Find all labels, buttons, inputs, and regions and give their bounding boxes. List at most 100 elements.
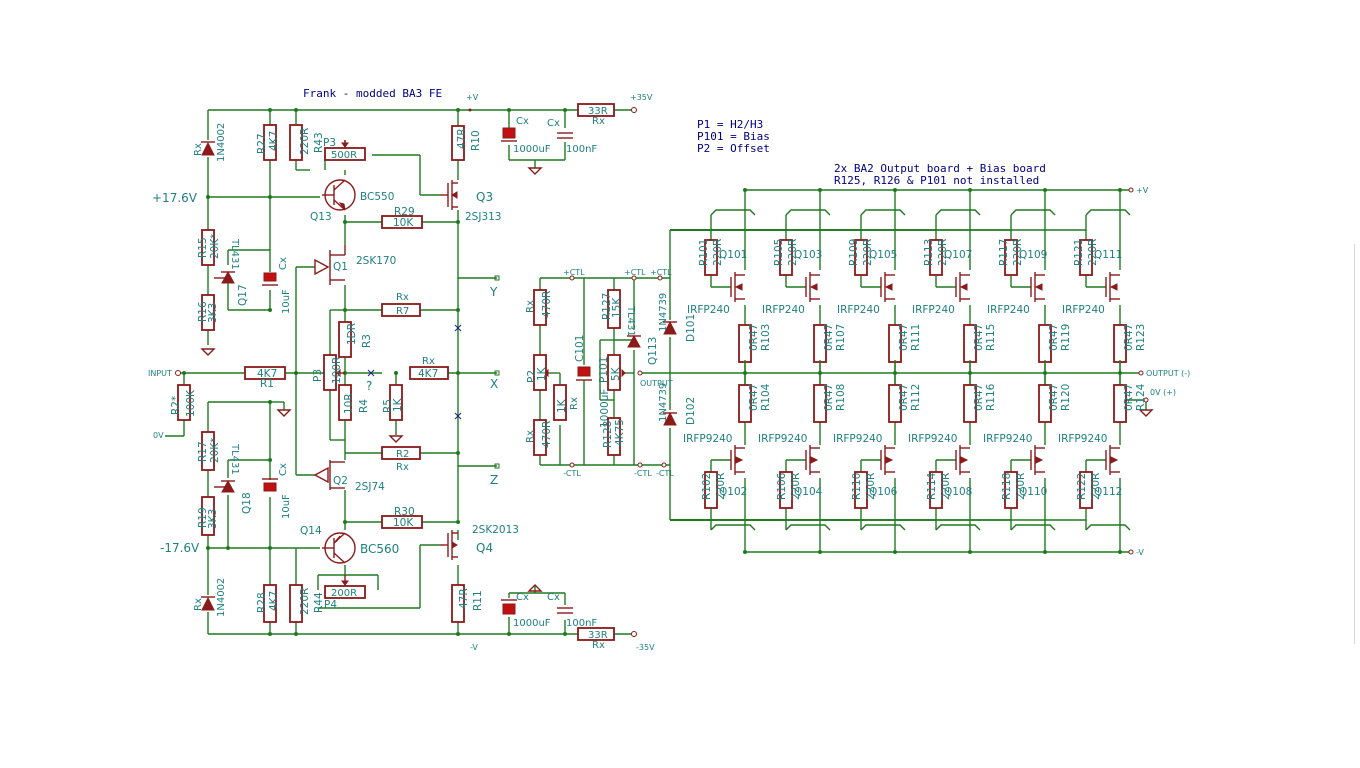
gate-resistor-ref: R110 — [851, 473, 863, 500]
junction-dot — [1118, 550, 1122, 554]
resistor-r11: 47R R11 — [451, 584, 484, 623]
gate-resistor-val: 220R — [937, 239, 949, 266]
resistor-r15: R15 20K* — [197, 229, 221, 266]
cx6-ref: Cx — [547, 592, 560, 603]
source-resistor-val: 0R47 — [973, 324, 985, 351]
scrollbar-edge[interactable] — [1354, 244, 1355, 644]
bias-diode-d101: 1N4739 D101 — [658, 293, 697, 342]
q3-val: 2SJ313 — [465, 211, 501, 223]
bias-rx-470r-bottom: Rx 470R — [525, 419, 553, 456]
gate-resistor — [854, 239, 868, 276]
note-p1: P1 = H2/H3 — [697, 118, 763, 131]
net-ctl-minus-3: -CTL — [656, 469, 674, 478]
cx6-val: 100nF — [566, 618, 597, 629]
source-resistor — [963, 384, 977, 423]
junction-dot — [1043, 371, 1047, 375]
net-ctl-plus-1: +CTL — [563, 268, 585, 277]
cx1-val: 1000uF — [513, 144, 551, 155]
bias-rxb-ref: Rx — [525, 430, 536, 443]
bias-rxc-ref: Rx — [569, 397, 580, 410]
p3-top-val: 500R — [331, 150, 357, 161]
net-ctl-minus-1: -CTL — [563, 469, 581, 478]
diode-top-val: 1N4002 — [216, 123, 227, 162]
mosfet-ref: Q105 — [869, 249, 897, 261]
source-resistor-val: 0R47 — [1123, 384, 1135, 411]
diode-bot-val: 1N4002 — [216, 578, 227, 617]
resistor-r17: R17 20K* — [197, 431, 221, 471]
mosfet-ref: Q101 — [719, 249, 747, 261]
junction-dot — [893, 371, 897, 375]
r30-ref: R30 — [394, 506, 415, 518]
capacitor-cx-1000uf-bottom: Cx 1000uF — [501, 592, 551, 629]
cx4-ref: Cx — [278, 463, 289, 476]
d101-ref: D101 — [685, 314, 697, 342]
q18-val: TL431 — [229, 443, 240, 475]
net-v-plus-out: +V — [1136, 186, 1149, 195]
junction-dot — [1118, 371, 1122, 375]
mosfet-val: IRFP9240 — [833, 433, 883, 445]
r7-val: Rx — [396, 292, 409, 303]
gate-resistor-val: 220R — [715, 473, 727, 500]
source-resistor-ref: R108 — [835, 384, 847, 411]
front-end-net-labels: +V +35V +17.6V -17.6V INPUT 0V Y X Z ? -… — [148, 93, 655, 652]
net-35v-minus: -35V — [636, 643, 655, 652]
junction-dot — [743, 188, 747, 192]
net-17v6-minus: -17.6V — [160, 541, 200, 555]
bias-rxc-val: 1K — [556, 398, 568, 413]
junction-dot — [968, 371, 972, 375]
source-resistor-val: 0R47 — [823, 384, 835, 411]
r3-val: 1DR — [346, 323, 358, 345]
r30-val: 10K — [393, 517, 414, 529]
mosfet-val: IRFP240 — [912, 304, 955, 316]
source-resistor-ref: R107 — [835, 324, 847, 351]
gate-resistor-val: 220R — [862, 239, 874, 266]
diode-bottom-1n4002: Rx 1N4002 — [193, 578, 227, 617]
gate-resistor-val: 220R — [787, 239, 799, 266]
mosfet-ref: Q104 — [794, 486, 823, 498]
junction-dot — [1118, 188, 1122, 192]
bias-rxa-ref: Rx — [525, 300, 536, 313]
mosfet-ref: Q111 — [1094, 249, 1122, 261]
mosfet-val: IRFP240 — [687, 304, 730, 316]
net-v-minus-out: -V — [1136, 548, 1144, 557]
resistor-r10: 47R R10 — [451, 125, 482, 161]
resistor-r3: 1DR R3 — [338, 321, 373, 358]
bias-rx-470r-top: Rx 470R — [525, 289, 553, 326]
mosfet-q4-2sk2013: 2SK2013 Q4 — [440, 524, 519, 560]
source-resistor-ref: R111 — [910, 324, 922, 351]
resistor-r44: 220R R44 — [289, 584, 325, 623]
gate-resistor — [1079, 239, 1093, 276]
gate-resistor-val: 220R — [1012, 239, 1024, 266]
source-resistor — [1038, 384, 1052, 423]
gate-resistor — [1004, 471, 1018, 509]
node-z: Z — [490, 473, 498, 487]
r43-val: 220R — [299, 128, 311, 155]
r15-ref: R15 — [197, 237, 209, 258]
resistor-r5: R5 1K — [382, 384, 404, 421]
gate-resistor-val: 220R — [1015, 473, 1027, 500]
mosfet-ref: Q106 — [869, 486, 898, 498]
gate-resistor-val: 220R — [790, 473, 802, 500]
bias-net-labels: +CTL +CTL +CTL -CTL -CTL -CTL OUTPUT — [563, 268, 674, 478]
gate-resistor-ref: R106 — [776, 472, 788, 500]
bias-diode-d102: 1N4739 D102 — [658, 383, 697, 426]
r5-ref: R5 — [382, 399, 394, 413]
bias-rxb-val: 470R — [541, 421, 553, 448]
node-y: Y — [489, 285, 498, 299]
source-resistor-ref: R124 — [1135, 383, 1147, 411]
source-resistor-ref: R112 — [910, 384, 922, 411]
r27-ref: R27 — [256, 133, 268, 154]
d101-val: 1N4739 — [658, 293, 669, 332]
p3-mid-ref: P3 — [312, 369, 324, 382]
source-resistor-val: 0R47 — [898, 324, 910, 351]
resistor-r2-star: R2* 100K — [170, 384, 197, 421]
mosfet-val: IRFP9240 — [683, 433, 733, 445]
gate-resistor-ref: R109 — [848, 239, 860, 266]
mosfet-ref: Q102 — [719, 486, 747, 498]
net-zero-v-fe: 0V — [153, 431, 164, 440]
net-35v-plus: +35V — [630, 93, 653, 102]
bias-shunt-q113-tl431: TL431 Q113 — [625, 305, 659, 365]
resistor-r4: 10R R4 — [338, 384, 370, 421]
